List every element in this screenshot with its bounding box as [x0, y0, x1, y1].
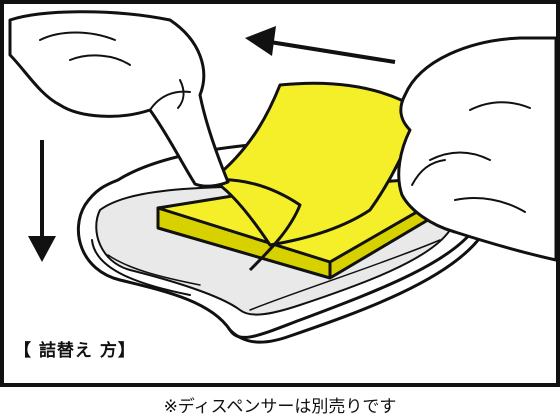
arrow-left-icon	[245, 26, 396, 64]
refill-method-label: 【 詰替え 方】	[14, 341, 136, 361]
sticky-note-pad	[156, 81, 467, 280]
right-hand	[397, 36, 558, 262]
arrow-down-icon	[28, 140, 56, 262]
left-hand	[8, 10, 230, 188]
dispenser-sold-separately-note: ※ディスペンサーは別売りです	[163, 397, 397, 417]
refill-illustration	[0, 0, 560, 387]
